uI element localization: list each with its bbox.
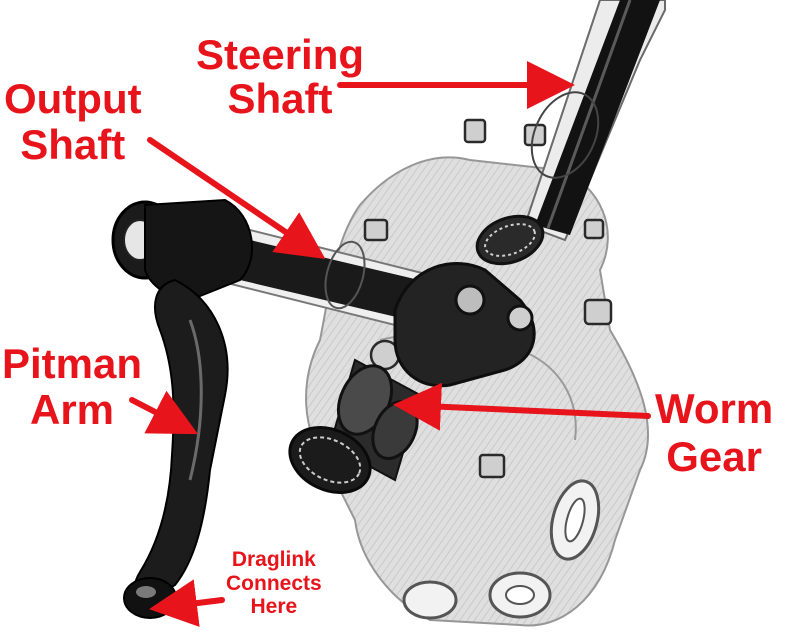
steering-shaft-drawing: [475, 0, 666, 266]
housing-bolts: [363, 118, 613, 479]
output-shaft-label: Output Shaft: [4, 78, 142, 166]
sector-lever: [393, 262, 536, 388]
pitman-arm-label: Pitman Arm: [2, 343, 142, 431]
steering-shaft-label: Steering Shaft: [196, 34, 364, 120]
worm-gear-label-line1: Worm: [655, 385, 774, 432]
output-shaft-label-line2: Shaft: [20, 121, 126, 168]
output-shaft-label-line1: Output: [4, 75, 142, 122]
worm-gear-label-line2: Gear: [666, 433, 762, 480]
arrow-pitman-arm: [129, 390, 198, 435]
callout-arrows: [129, 61, 651, 627]
arrow-worm-gear: [393, 382, 651, 431]
pitman-arm-label-line1: Pitman: [2, 340, 143, 387]
steering-shaft-label-line1: Steering: [196, 31, 365, 78]
draglink-label-line3: Here: [250, 595, 298, 619]
draglink-label-line1: Draglink: [231, 548, 316, 571]
arrow-output-shaft: [147, 137, 326, 260]
draglink-label: Draglink Connects Here: [226, 548, 322, 619]
draglink-label-line2: Connects: [226, 571, 322, 595]
steering-shaft-label-line2: Shaft: [227, 75, 333, 122]
worm-gear-label: Worm Gear: [655, 388, 773, 478]
pitman-arm-label-line2: Arm: [30, 386, 115, 433]
arrow-draglink: [149, 579, 225, 627]
pitman-arm-drawing: [111, 198, 253, 619]
